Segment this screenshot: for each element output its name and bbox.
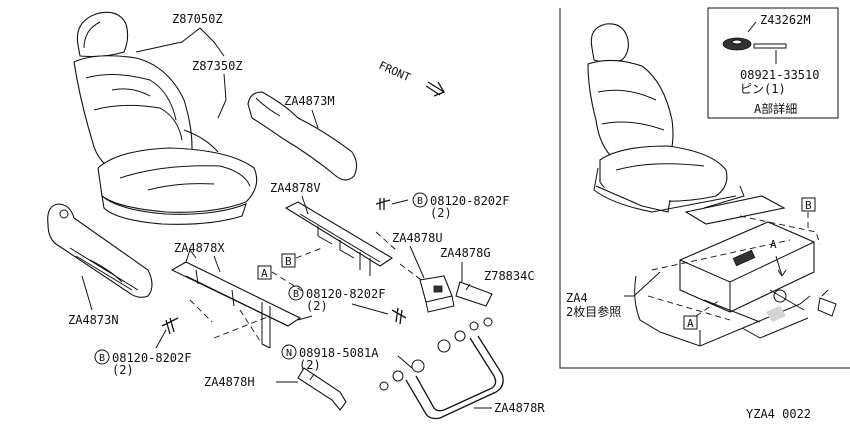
detail-a-box: [707, 7, 839, 119]
washer-icon: [454, 330, 466, 342]
label-pin-part: 08921-33510: [740, 68, 819, 82]
right-panel: Z43262M 08921-33510 ピン(1) A部詳細 A B: [559, 7, 850, 369]
label-z87050z: Z87050Z: [172, 12, 223, 26]
label-z43262m: Z43262M: [760, 13, 811, 27]
label-za4873m: ZA4873M: [284, 94, 335, 108]
circle-n-letter: N: [286, 348, 292, 359]
label-a-detail-marker: A: [770, 238, 777, 251]
label-za4-ref-note: 2枚目参照: [566, 304, 621, 319]
seat-rail-lower: ZA4878X: [170, 241, 313, 349]
bracket-assembly: ZA4878U ZA4878G Z78834C: [392, 231, 535, 313]
callout-a-right: A: [687, 317, 694, 330]
washer-icon: [392, 370, 404, 382]
washer-icon: [379, 381, 389, 391]
circle-b-top-letter: B: [417, 196, 423, 207]
bolt-icon: [391, 307, 407, 325]
nut-icon: [437, 339, 451, 353]
bolt-top-group: B 08120-8202F (2): [375, 192, 509, 220]
circle-b-top: [412, 192, 428, 208]
label-z87350z: Z87350Z: [192, 59, 243, 73]
bracket-lower: ZA4878H: [204, 367, 347, 411]
bolt-icon: [161, 317, 179, 335]
circle-b-left-letter: B: [99, 353, 105, 364]
seat-rail-upper: ZA4878V: [270, 181, 394, 276]
bolt-mid-group: B 08120-8202F (2): [288, 285, 407, 325]
label-za4878v: ZA4878V: [270, 181, 321, 195]
circle-b-left: [94, 349, 110, 365]
label-bolt-top-part: 08120-8202F: [430, 194, 509, 208]
front-direction-indicator: FRONT: [377, 59, 445, 97]
label-nut-part: 08918-5081A: [299, 346, 379, 360]
pin-icon: [753, 43, 787, 49]
bolt-left-group: B 08120-8202F (2): [94, 317, 191, 377]
callout-b-left: B: [285, 255, 292, 268]
label-za4878h: ZA4878H: [204, 375, 255, 389]
callout-a-left: A: [261, 267, 268, 280]
rod-assembly: ZA4878R: [379, 317, 545, 420]
side-cover-lower: ZA4873N: [47, 203, 153, 327]
callout-boxes-left: A B: [189, 231, 425, 345]
washer-icon: [469, 321, 479, 331]
label-bolt-top-qty: (2): [430, 206, 452, 220]
label-pin-desc: ピン(1): [740, 82, 786, 96]
label-za4878r: ZA4878R: [494, 401, 545, 415]
side-cover-upper: ZA4873M: [247, 91, 358, 181]
label-bolt-mid-part: 08120-8202F: [306, 287, 385, 301]
circle-b-mid: [288, 285, 304, 301]
washer-icon: [483, 317, 493, 327]
bolt-icon: [375, 198, 391, 210]
label-bolt-left-qty: (2): [112, 363, 134, 377]
label-bolt-left-part: 08120-8202F: [112, 351, 191, 365]
nut-group: N 08918-5081A (2): [281, 344, 413, 372]
front-arrow-icon: [425, 81, 445, 97]
seat-label-group: Z87050Z Z87350Z: [135, 12, 243, 119]
label-z78834c: Z78834C: [484, 269, 535, 283]
callout-b-right: B: [805, 199, 812, 212]
label-bolt-mid-qty: (2): [306, 299, 328, 313]
label-detail-title: A部詳細: [754, 101, 797, 116]
circle-n: [281, 344, 297, 360]
label-za4878u: ZA4878U: [392, 231, 443, 245]
label-za4878g: ZA4878G: [440, 246, 491, 260]
circle-b-mid-letter: B: [293, 289, 299, 300]
drawing-number: YZA4 0022: [746, 407, 811, 421]
seat-assembly-drawing: [73, 11, 258, 225]
label-za4878x: ZA4878X: [174, 241, 225, 255]
label-za4-ref: ZA4: [566, 291, 588, 305]
label-front: FRONT: [377, 59, 413, 84]
nut-icon: [411, 359, 425, 373]
label-za4873n: ZA4873N: [68, 313, 119, 327]
